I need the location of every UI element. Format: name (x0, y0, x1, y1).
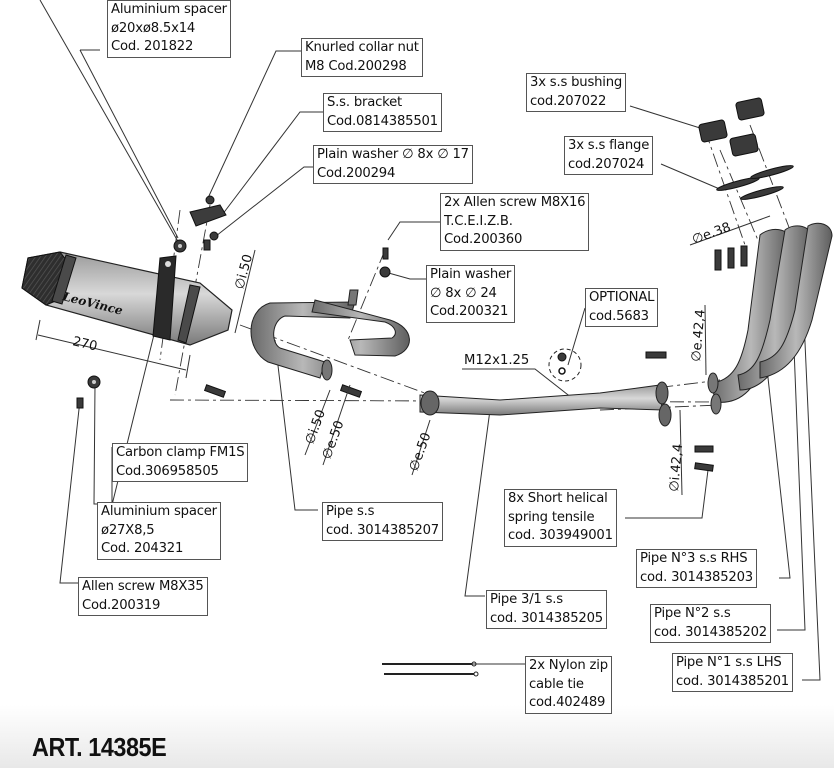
flanges-bushings (698, 97, 794, 200)
callout-line: ∅ 8x ∅ 24 (430, 285, 497, 301)
callout-line: cod. 3014385202 (654, 624, 767, 640)
callout-knurled-collar-nut: Knurled collar nut M8 Cod.200298 (301, 38, 423, 77)
zip-ties (382, 661, 479, 677)
dim-pipe31-e50: ∅e.50 (407, 431, 435, 474)
callout-nylon-zip: 2x Nylon zip cable tie cod.402489 (525, 656, 612, 714)
callout-line: S.s. bracket (327, 95, 402, 110)
callout-line: 2x Nylon zip (529, 658, 608, 673)
thread-label: M12x1.25 (464, 353, 529, 368)
dim-muffler-i50: ∅i.50 (232, 253, 256, 291)
dim-collector-e42: ∅e.42,4 (689, 309, 709, 363)
callout-ss-bushing: 3x s.s bushing cod.207022 (526, 73, 627, 112)
callout-line: M8 Cod.200298 (305, 58, 407, 74)
callout-line: 3x s.s bushing (530, 75, 623, 90)
callout-line: cod. 303949001 (508, 528, 613, 543)
callout-line: Pipe s.s (326, 504, 375, 519)
callout-line: cod.207024 (568, 156, 645, 172)
callout-line: T.C.E.I.Z.B. (444, 213, 513, 229)
hardware (76, 195, 582, 409)
headers-shape (707, 222, 833, 415)
callout-line: cod. 3014385207 (326, 522, 439, 538)
callout-line: Cod.200360 (444, 232, 523, 247)
callout-line: OPTIONAL (589, 290, 655, 305)
callout-helical-spring: 8x Short helical spring tensile cod. 30394… (504, 489, 617, 547)
dim-header-e38: ∅e.38 (690, 220, 733, 248)
callout-optional: OPTIONAL cod.5683 (585, 288, 659, 327)
dim-collector-i42: ∅i.42,4 (667, 443, 686, 492)
dimension-270: 270 (35, 319, 191, 379)
callout-line: cod. 3014385201 (676, 673, 789, 689)
callout-line: Pipe N°2 s.s (654, 606, 731, 621)
dimension-270-label: 270 (71, 334, 99, 354)
callout-pipe-3-1: Pipe 3/1 s.s cod. 3014385205 (486, 590, 607, 629)
callout-line: cod.207022 (530, 93, 607, 109)
callout-pipe-n1: Pipe N°1 s.s LHS cod. 3014385201 (672, 653, 793, 692)
callout-line: Cod.0814385501 (327, 113, 438, 129)
callout-line: Cod.306958505 (116, 463, 219, 479)
leader-lines (39, 0, 821, 681)
callout-line: Cod.200319 (82, 597, 161, 613)
callout-ss-flange: 3x s.s flange cod.207024 (564, 136, 654, 175)
callout-line: Plain washer (430, 267, 512, 282)
callout-line: Pipe 3/1 s.s (490, 592, 563, 607)
callout-line: Cod.200294 (317, 165, 396, 181)
callout-plain-washer-24: Plain washer ∅ 8x ∅ 24 Cod.200321 (426, 265, 516, 323)
callout-line: Allen screw M8X35 (82, 579, 204, 594)
pipe-3-1-shape (419, 381, 672, 427)
callout-line: Knurled collar nut (305, 40, 419, 55)
callout-line: ø27X8,5 (101, 522, 155, 538)
callout-line: cod. 3014385205 (490, 610, 603, 626)
callout-line: Carbon clamp FM1S (116, 445, 245, 460)
callout-carbon-clamp: Carbon clamp FM1S Cod.306958505 (112, 443, 249, 482)
callout-line: 2x Allen screw M8X16 (444, 195, 586, 210)
muffler: LeoVince (21, 251, 233, 346)
callout-line: ø20xø8.5x14 (111, 20, 196, 36)
callout-line: 3x s.s flange (568, 138, 650, 153)
callout-line: Pipe N°3 s.s RHS (640, 551, 748, 566)
callout-line: Aluminium spacer (111, 2, 227, 17)
callout-line: 8x Short helical (508, 491, 608, 506)
callout-line: spring tensile (508, 509, 595, 525)
springs (203, 245, 748, 472)
callout-line: cable tie (529, 676, 584, 692)
callout-pipe-n2: Pipe N°2 s.s cod. 3014385202 (650, 604, 771, 643)
callout-plain-washer-17: Plain washer ∅ 8x ∅ 17 Cod.200294 (313, 145, 473, 184)
callout-line: Cod.200321 (430, 304, 509, 319)
callout-line: cod. 3014385203 (640, 569, 753, 585)
footer-band (0, 705, 834, 768)
callout-line: Plain washer ∅ 8x ∅ 17 (317, 147, 469, 162)
article-number: ART. 14385E (32, 732, 167, 762)
callout-line: Cod. 201822 (111, 39, 194, 54)
callout-line: Cod. 204321 (101, 541, 184, 556)
callout-pipe-ss: Pipe s.s cod. 3014385207 (322, 502, 443, 541)
callout-line: cod.402489 (529, 695, 606, 710)
callout-line: Pipe N°1 s.s LHS (676, 655, 782, 670)
pipe-ss-shape (250, 289, 410, 381)
callout-line: Aluminium spacer (101, 504, 217, 519)
callout-pipe-n3: Pipe N°3 s.s RHS cod. 3014385203 (636, 549, 757, 588)
callout-line: cod.5683 (589, 308, 649, 324)
